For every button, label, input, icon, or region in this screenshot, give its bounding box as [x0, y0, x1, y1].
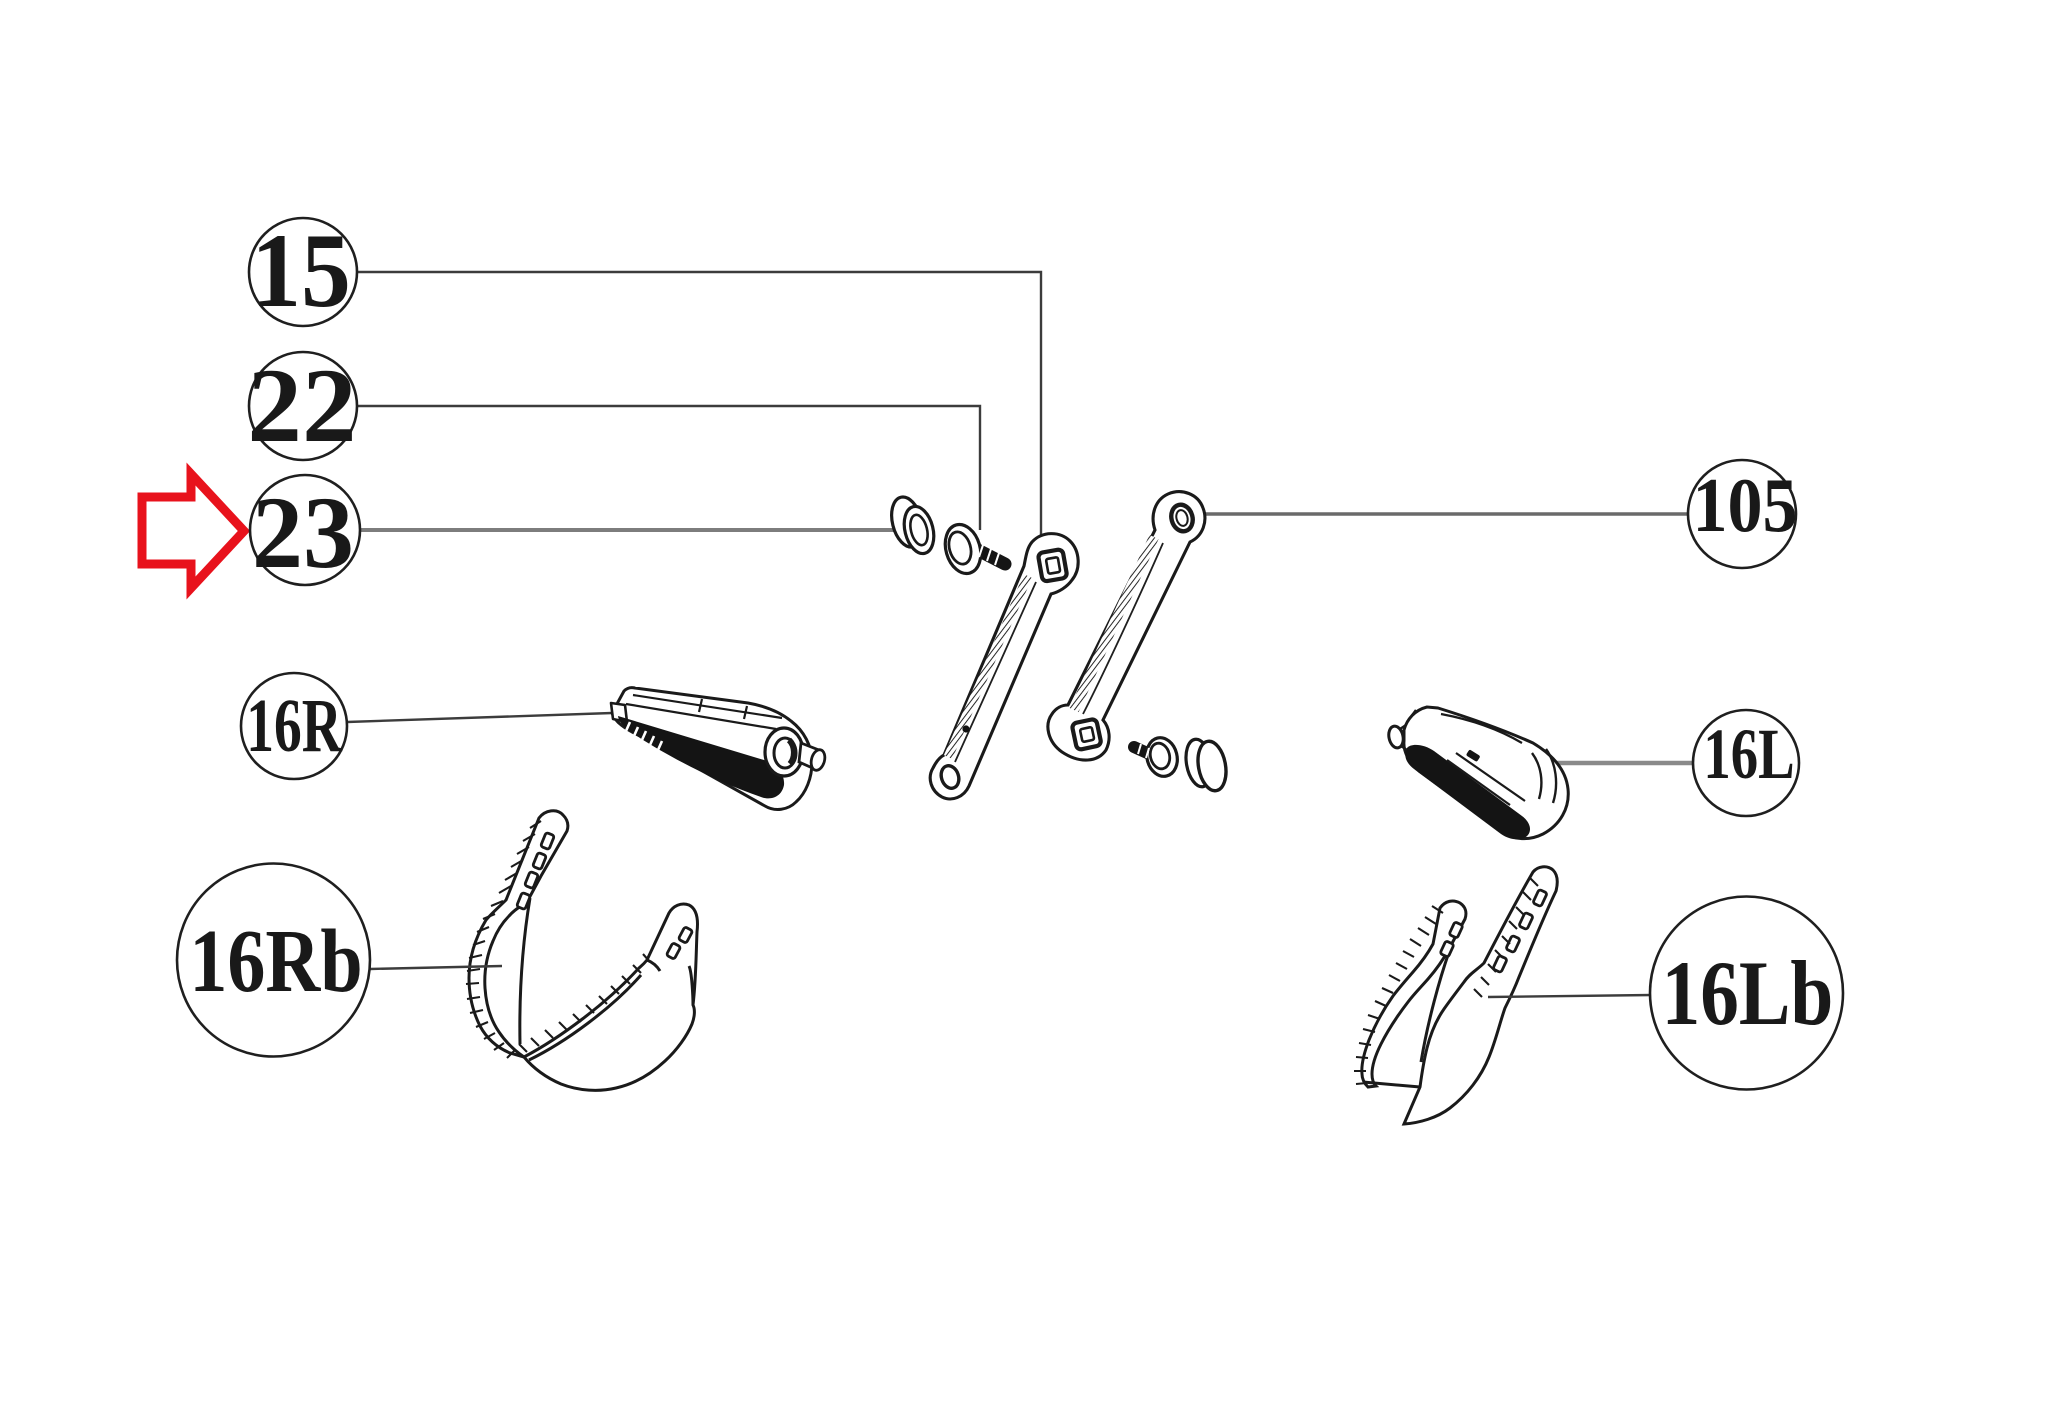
svg-text:22: 22	[247, 347, 356, 464]
svg-text:15: 15	[251, 212, 351, 329]
svg-text:23: 23	[252, 477, 354, 591]
svg-text:16R: 16R	[246, 685, 342, 768]
svg-text:105: 105	[1692, 462, 1797, 548]
svg-text:16Lb: 16Lb	[1662, 943, 1834, 1045]
svg-text:16L: 16L	[1703, 714, 1794, 794]
svg-text:16Rb: 16Rb	[189, 912, 362, 1011]
